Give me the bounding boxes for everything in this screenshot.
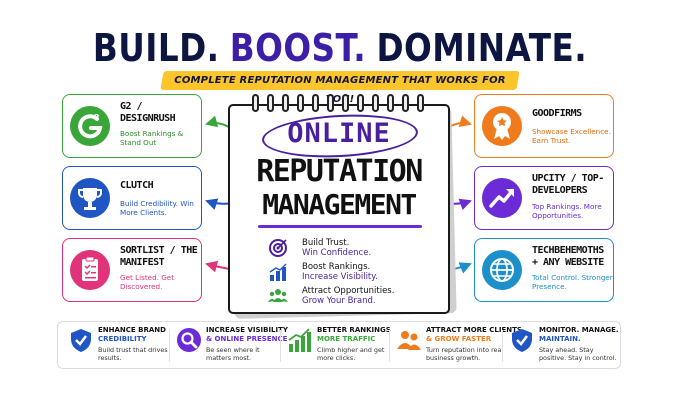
spiral-ring — [282, 94, 289, 112]
benefit-opportunities: Attract Opportunities. Grow Your Brand. — [268, 286, 428, 310]
card-desc: Boost Rankings & Stand Out — [120, 129, 184, 148]
bottom-item-rankings: BETTER RANKINGS MORE TRAFFIC Climb highe… — [283, 324, 395, 366]
card-title: UPCITY / TOP-DEVELOPERS — [532, 173, 604, 196]
bottom-desc: Climb higher and get more clicks. — [317, 346, 385, 362]
headline-build: BUILD. — [92, 26, 220, 70]
card-desc: Build Credibility. Win More Clients. — [120, 199, 194, 218]
benefit-rankings: Boost Rankings. Increase Visibility. — [268, 262, 428, 286]
card-desc: Top Rankings. More Opportunities. — [532, 202, 602, 221]
bar-chart-icon — [269, 263, 287, 281]
bottom-title2: & GROW FASTER — [426, 334, 492, 343]
divider — [169, 330, 170, 362]
growth-chart-icon — [288, 328, 311, 352]
benefit-line1: Attract Opportunities. — [302, 286, 395, 296]
spiral-ring — [312, 94, 319, 112]
spiral-ring — [267, 94, 274, 112]
card-title: GOODFIRMS — [532, 108, 582, 119]
card-title: CLUTCH — [120, 180, 154, 191]
bottom-title1: INCREASE VISIBILITY — [206, 326, 288, 334]
notebook-online: ONLINE — [287, 118, 391, 149]
bottom-desc: Build trust that drives results. — [98, 346, 168, 362]
trend-up-icon — [482, 178, 522, 218]
checklist-icon — [70, 250, 110, 290]
bottom-desc: Be seen where it matters most. — [206, 346, 260, 362]
bottom-item-monitor: MONITOR. MANAGE. MAINTAIN. Stay ahead. S… — [505, 324, 619, 366]
award-icon — [482, 106, 522, 146]
globe-icon — [482, 250, 522, 290]
bottom-title2: MORE TRAFFIC — [317, 334, 376, 343]
people-icon — [268, 289, 288, 302]
bottom-item-visibility: INCREASE VISIBILITY & ONLINE PRESENCE Be… — [172, 324, 288, 366]
svg-text:2: 2 — [94, 113, 100, 122]
magnifier-icon — [177, 328, 201, 352]
card-goodfirms: GOODFIRMS Showcase Excellence. Earn Trus… — [474, 94, 614, 158]
card-title: SORTLIST / THE MANIFEST — [120, 245, 198, 268]
spiral-ring — [372, 94, 379, 112]
notebook-reputation: REPUTATION — [256, 154, 423, 189]
divider — [389, 330, 390, 362]
benefit-line2: Grow Your Brand. — [302, 296, 376, 306]
headline-boost: BOOST. — [229, 26, 367, 70]
bottom-title2: MAINTAIN. — [539, 334, 581, 343]
spiral-ring — [387, 94, 394, 112]
card-upcity-topdevelopers: UPCITY / TOP-DEVELOPERS Top Rankings. Mo… — [474, 166, 614, 230]
card-desc: Showcase Excellence. Earn Trust. — [532, 127, 611, 146]
benefit-line2: Win Confidence. — [302, 248, 372, 258]
bottom-title1: ATTRACT MORE CLIENTS — [426, 326, 522, 334]
card-title: TECHBEHEMOTHS + ANY WEBSITE — [532, 245, 604, 268]
notebook-underline — [258, 225, 422, 228]
clients-icon — [397, 331, 421, 350]
divider — [502, 330, 503, 362]
shield-check-icon — [512, 329, 532, 352]
shield-check-icon — [71, 329, 91, 352]
spiral-ring — [327, 94, 334, 112]
divider — [280, 330, 281, 362]
bottom-item-credibility: ENHANCE BRAND CREDIBILITY Build trust th… — [64, 324, 176, 366]
card-sortlist-manifest: SORTLIST / THE MANIFEST Get Listed. Get … — [62, 238, 202, 302]
bottom-desc: Turn reputation into real business growt… — [426, 346, 504, 362]
spiral-ring — [357, 94, 364, 112]
headline-dominate: DOMINATE. — [376, 26, 588, 70]
bottom-title2: CREDIBILITY — [98, 334, 147, 343]
bottom-title1: BETTER RANKINGS — [317, 326, 391, 334]
benefit-line1: Boost Rankings. — [302, 262, 371, 272]
benefit-line1: Build Trust. — [302, 238, 350, 248]
spiral-ring — [417, 94, 424, 112]
spiral-ring — [252, 94, 259, 112]
benefit-trust: Build Trust. Win Confidence. — [268, 238, 428, 262]
bottom-title2: & ONLINE PRESENCE — [206, 334, 288, 343]
card-desc: Total Control. Stronger Presence. — [532, 273, 613, 292]
spiral-ring — [297, 94, 304, 112]
trophy-icon — [70, 178, 110, 218]
notebook-management: MANAGEMENT — [262, 188, 417, 221]
spiral-ring — [342, 94, 349, 112]
card-title: G2 / DESIGNRUSH — [120, 101, 176, 124]
tagline-text: COMPLETE REPUTATION MANAGEMENT THAT WORK… — [174, 75, 506, 105]
card-g2-designrush: 2 G2 / DESIGNRUSH Boost Rankings & Stand… — [62, 94, 202, 158]
bottom-title1: ENHANCE BRAND — [98, 326, 166, 334]
bottom-desc: Stay ahead. Stay positive. Stay in contr… — [539, 346, 617, 362]
bottom-item-clients: ATTRACT MORE CLIENTS & GROW FASTER Turn … — [392, 324, 522, 366]
notebook — [228, 104, 450, 314]
spiral-ring — [402, 94, 409, 112]
headline: BUILD.BOOST.DOMINATE. — [48, 26, 633, 70]
card-desc: Get Listed. Get Discovered. — [120, 273, 175, 292]
bottom-title1: MONITOR. MANAGE. — [539, 326, 619, 334]
card-techbehemoths: TECHBEHEMOTHS + ANY WEBSITE Total Contro… — [474, 238, 614, 302]
benefit-line2: Increase Visibility. — [302, 272, 378, 282]
target-icon — [269, 239, 287, 257]
card-clutch: CLUTCH Build Credibility. Win More Clien… — [62, 166, 202, 230]
g2-icon: 2 — [70, 106, 110, 146]
